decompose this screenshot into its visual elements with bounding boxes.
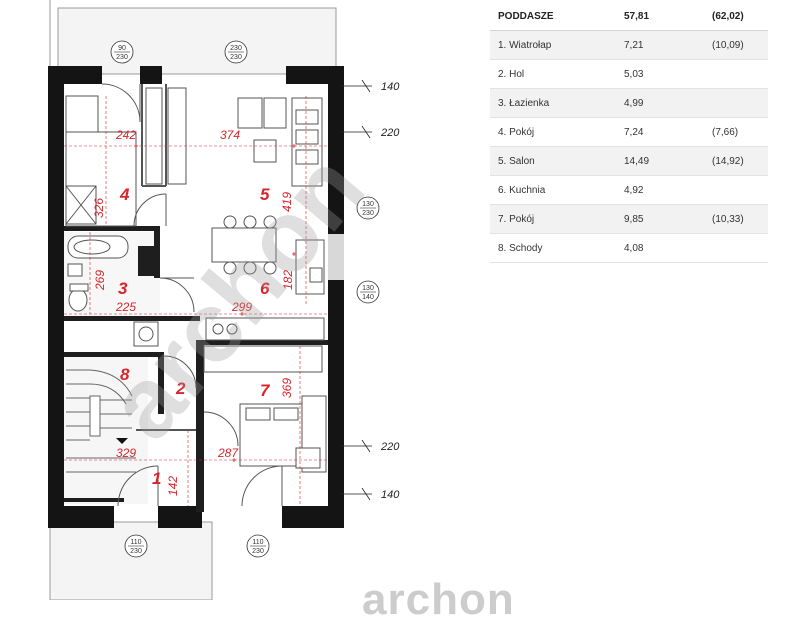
level-area: 57,81 (616, 2, 704, 31)
room-area: 7,21 (616, 30, 704, 60)
room-name: 2. Hol (490, 59, 616, 89)
room-name: 1. Wiatrołap (490, 30, 616, 60)
furniture (65, 87, 327, 473)
room-6-height: 182 (281, 270, 295, 290)
room-number-6: 6 (260, 279, 270, 298)
room-area-total: (10,33) (704, 204, 768, 234)
room-number-2: 2 (175, 379, 186, 398)
room-1-width: 329 (116, 446, 136, 460)
room-number-4: 4 (119, 185, 130, 204)
room-7-height: 369 (280, 378, 294, 398)
room-4-width: 242 (115, 128, 136, 142)
room-number-5: 5 (260, 185, 270, 204)
room-4-height: 326 (92, 198, 106, 218)
room-area: 14,49 (616, 146, 704, 176)
room-area: 5,03 (616, 59, 704, 89)
svg-text:90: 90 (118, 45, 126, 52)
room-7-width: 287 (217, 446, 239, 460)
room-area-total: (14,92) (704, 146, 768, 176)
room-area-total (704, 88, 768, 118)
svg-text:230: 230 (362, 210, 374, 217)
svg-text:230: 230 (230, 54, 242, 61)
window-badge-top-left: 90 230 (110, 40, 134, 64)
floor-plan: 140 220 220 140 90 230 230 230 130 230 1… (48, 0, 400, 600)
outer-walls (48, 66, 344, 528)
interior-walls (64, 226, 328, 512)
dimension-lines (64, 96, 328, 506)
level-label-3: 220 (380, 441, 400, 453)
window-badge-top-mid: 230 230 (224, 40, 248, 64)
svg-text:230: 230 (230, 45, 242, 52)
room-6-width: 299 (231, 300, 252, 314)
table-header-row: PODDASZE 57,81 (62,02) (490, 2, 768, 31)
room-name: 8. Schody (490, 233, 616, 263)
room-area: 4,99 (616, 88, 704, 118)
room-name: 7. Pokój (490, 204, 616, 234)
room-area-total: (10,09) (704, 30, 768, 60)
grid-crosses (134, 144, 296, 462)
room-5-width: 374 (220, 128, 240, 142)
level-name: PODDASZE (490, 2, 616, 31)
room-area-total (704, 175, 768, 205)
window-badge-right-mid: 130 140 (356, 280, 380, 304)
room-area-total (704, 233, 768, 263)
room-number-7: 7 (260, 381, 271, 400)
upper-terrace (57, 7, 337, 75)
svg-text:130: 130 (362, 201, 374, 208)
window-badge-bottom-left: 110 230 (124, 534, 148, 558)
room-name: 3. Łazienka (490, 88, 616, 118)
svg-text:110: 110 (252, 539, 263, 546)
room-5-height: 419 (280, 192, 294, 212)
room-area: 4,08 (616, 233, 704, 263)
svg-text:230: 230 (116, 54, 128, 61)
svg-text:140: 140 (362, 294, 374, 301)
floor-plan-drawing: 140 220 220 140 90 230 230 230 130 230 1… (48, 0, 400, 600)
level-label-1: 140 (381, 81, 400, 93)
level-label-4: 140 (381, 489, 400, 501)
room-number-3: 3 (118, 279, 128, 298)
door-swings (101, 83, 283, 507)
room-number-8: 8 (120, 365, 130, 384)
room-3-width: 225 (115, 300, 136, 314)
room-area: 4,92 (616, 175, 704, 205)
room-name: 5. Salon (490, 146, 616, 176)
window-badge-right-upper: 130 230 (356, 196, 380, 220)
room-area-total (704, 59, 768, 89)
room-area: 7,24 (616, 117, 704, 147)
room-area-total: (7,66) (704, 117, 768, 147)
room-name: 4. Pokój (490, 117, 616, 147)
level-area-total: (62,02) (704, 2, 768, 31)
svg-text:130: 130 (362, 285, 374, 292)
room-1-height: 142 (166, 476, 180, 496)
svg-text:110: 110 (130, 539, 141, 546)
room-3-height: 269 (93, 270, 107, 291)
staircase (66, 369, 136, 473)
brand-logo: archon (362, 575, 515, 624)
lower-terrace (49, 521, 213, 600)
svg-text:230: 230 (130, 548, 142, 555)
room-name: 6. Kuchnia (490, 175, 616, 205)
window-badge-bottom-mid: 110 230 (246, 534, 270, 558)
room-number-1: 1 (152, 469, 161, 488)
room-area: 9,85 (616, 204, 704, 234)
level-marker-lines (340, 79, 372, 501)
svg-text:230: 230 (252, 548, 264, 555)
level-label-2: 220 (380, 127, 400, 139)
